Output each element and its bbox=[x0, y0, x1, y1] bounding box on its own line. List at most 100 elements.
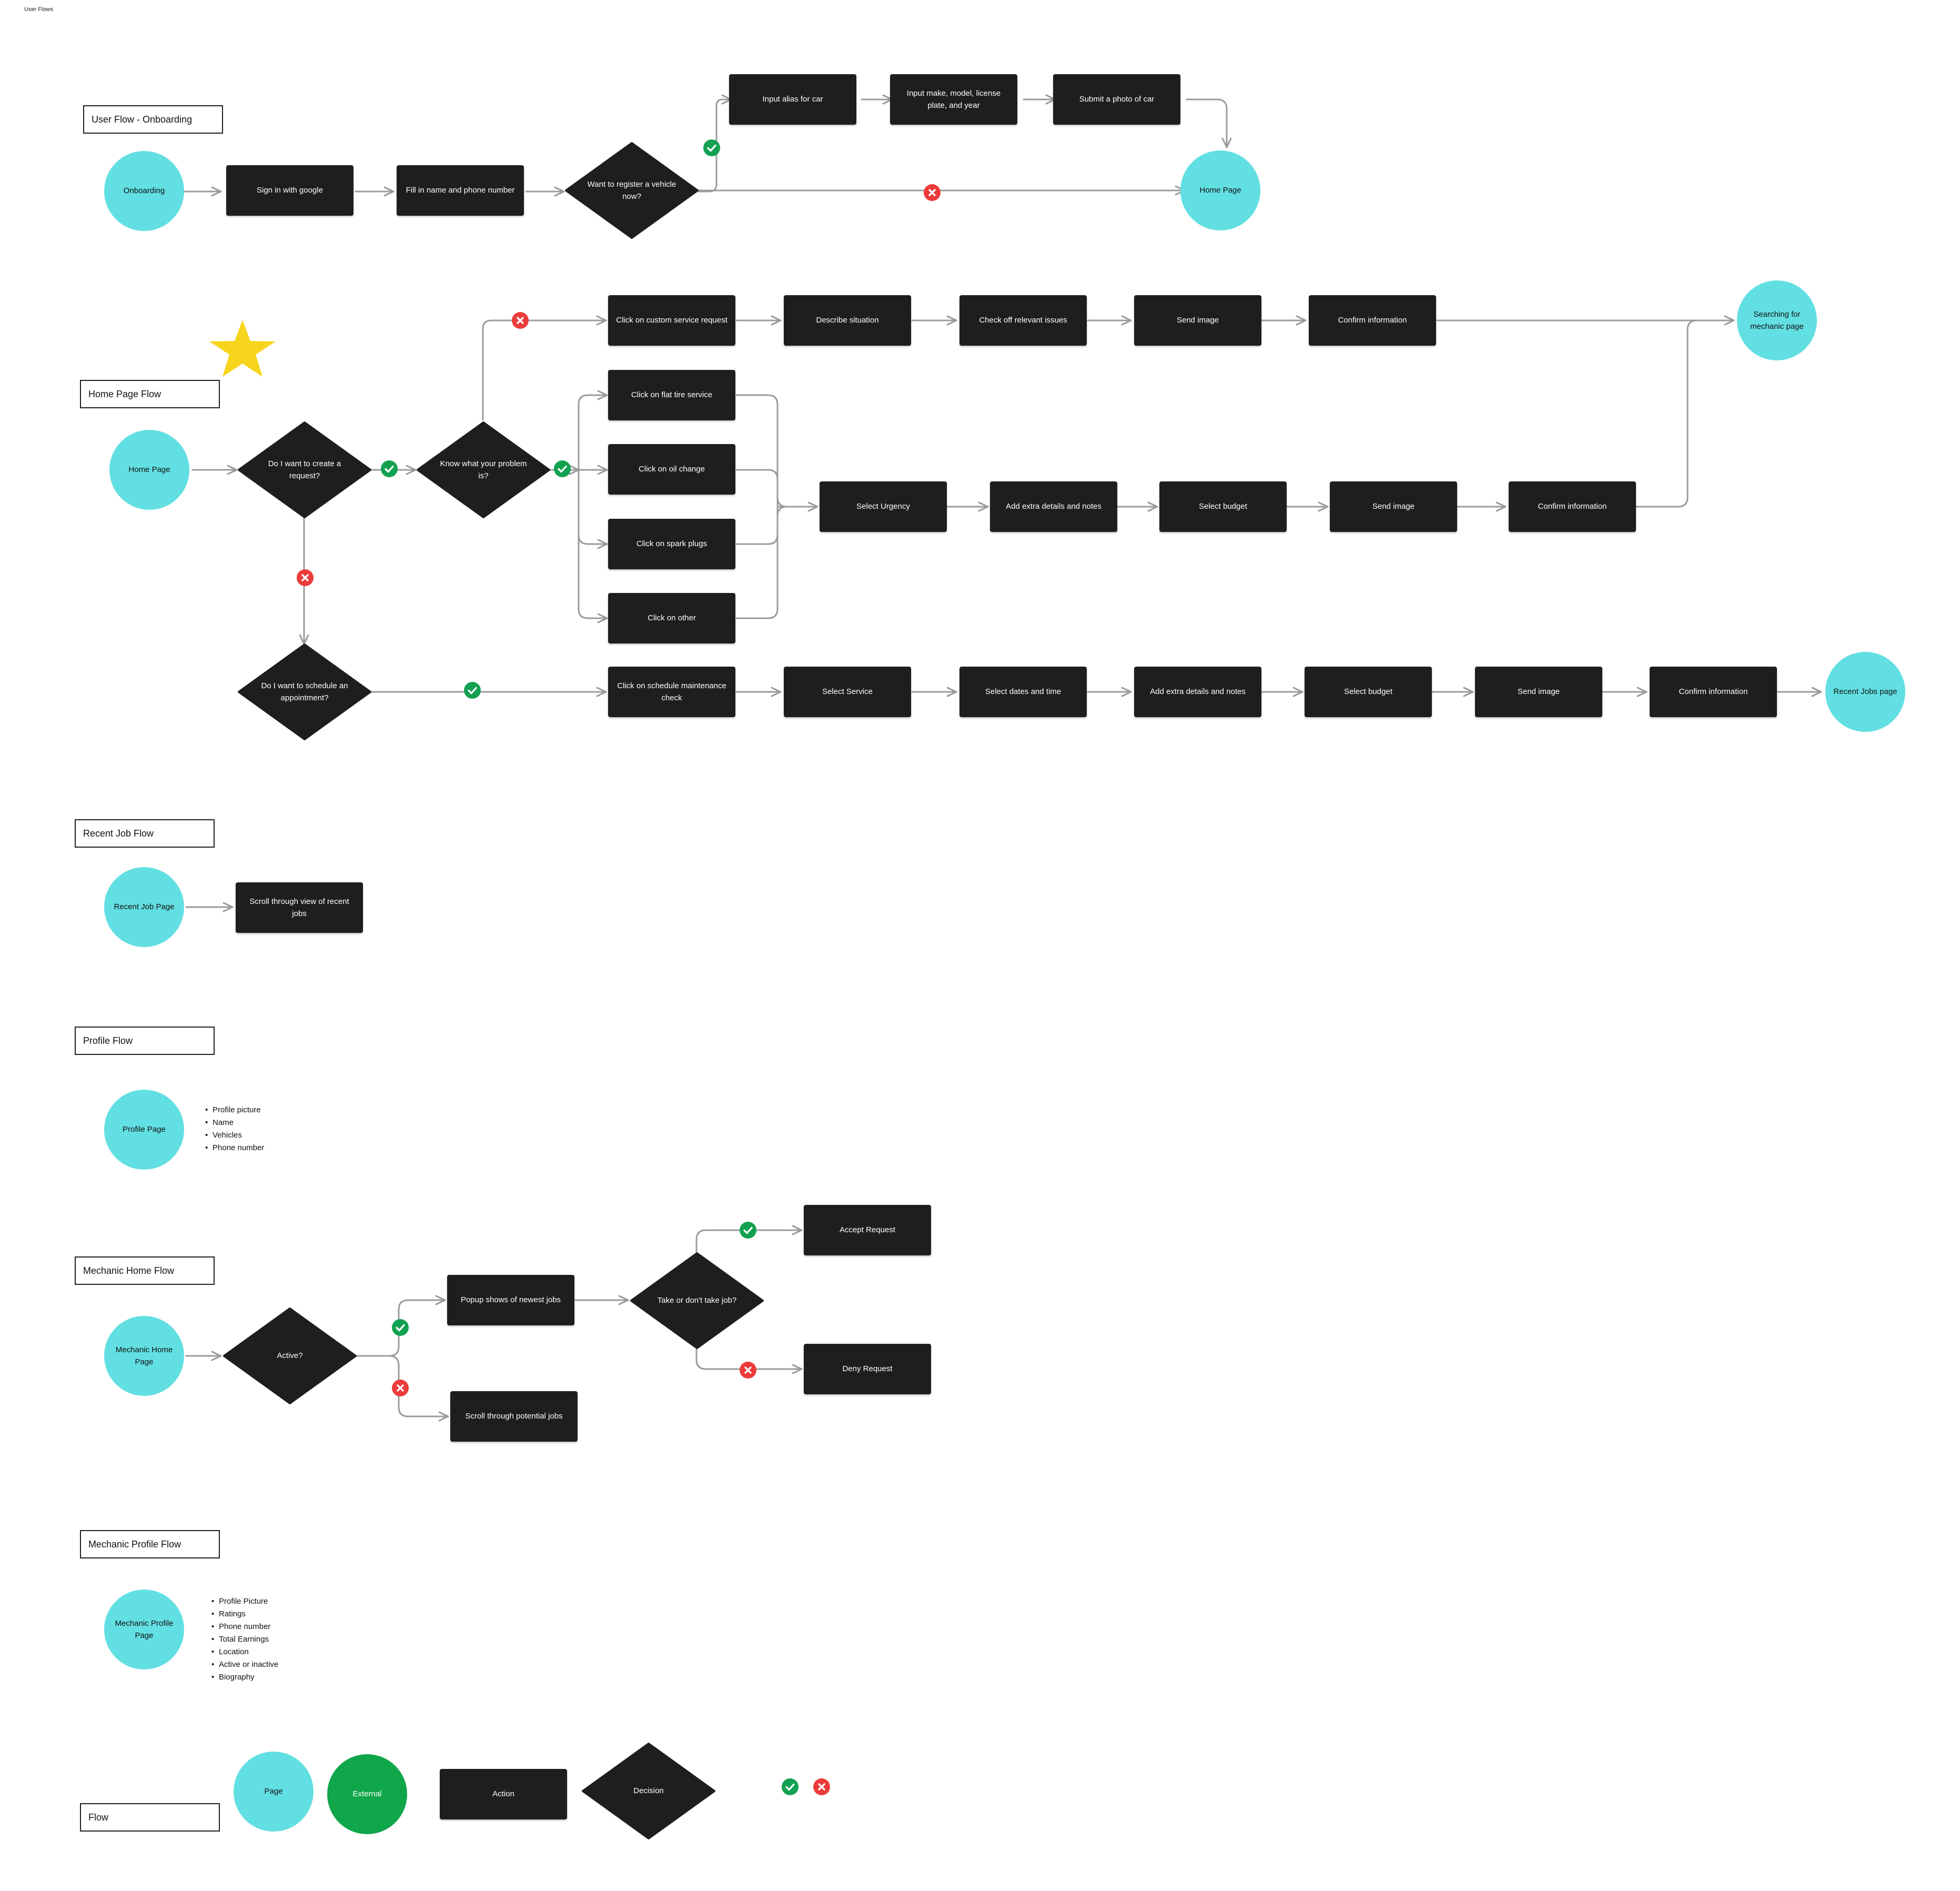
action-select-service[interactable]: Select Service bbox=[784, 667, 911, 717]
node-label: Click on flat tire service bbox=[631, 390, 713, 400]
action-select-urgency[interactable]: Select Urgency bbox=[820, 481, 947, 532]
check-circle-icon bbox=[464, 682, 481, 699]
node-label: Active? bbox=[277, 1351, 303, 1361]
legend-action-node: Action bbox=[440, 1769, 567, 1819]
flow-title-mechanic-profile: Mechanic Profile Flow bbox=[80, 1530, 220, 1558]
node-label: Select budget bbox=[1344, 687, 1392, 697]
action-select-budget-2[interactable]: Select budget bbox=[1305, 667, 1432, 717]
page-node-home-start[interactable]: Home Page bbox=[109, 430, 189, 510]
action-scroll-recent-jobs[interactable]: Scroll through view of recent jobs bbox=[236, 882, 363, 933]
node-label: Mechanic Home Page bbox=[115, 1345, 173, 1366]
action-spark-plugs[interactable]: Click on spark plugs bbox=[608, 519, 735, 569]
node-label: Action bbox=[492, 1789, 514, 1799]
connector bbox=[735, 469, 779, 508]
list-item: Phone number bbox=[205, 1142, 264, 1154]
action-select-dates[interactable]: Select dates and time bbox=[959, 667, 1087, 717]
action-input-make-model[interactable]: Input make, model, license plate, and ye… bbox=[890, 74, 1017, 125]
page-node-onboarding[interactable]: Onboarding bbox=[104, 151, 184, 231]
node-label: Want to register a vehicle now? bbox=[587, 179, 676, 201]
action-check-issues[interactable]: Check off relevant issues bbox=[959, 295, 1087, 346]
action-send-image-3[interactable]: Send image bbox=[1475, 667, 1602, 717]
action-flat-tire[interactable]: Click on flat tire service bbox=[608, 370, 735, 420]
node-label: Click on spark plugs bbox=[636, 539, 708, 549]
action-deny-request[interactable]: Deny Request bbox=[804, 1344, 931, 1394]
node-label: Add extra details and notes bbox=[1006, 502, 1102, 511]
node-label: Onboarding bbox=[123, 186, 165, 196]
node-label: Recent Job Page bbox=[114, 902, 175, 912]
connector bbox=[578, 469, 608, 549]
connector bbox=[695, 1347, 803, 1374]
action-sign-in-google[interactable]: Sign in with google bbox=[226, 165, 353, 216]
page-label: User Flows bbox=[24, 6, 54, 13]
legend-external-node: External bbox=[327, 1754, 407, 1834]
connector bbox=[388, 1355, 449, 1422]
action-popup-newest-jobs[interactable]: Popup shows of newest jobs bbox=[447, 1275, 574, 1325]
action-custom-service[interactable]: Click on custom service request bbox=[608, 295, 735, 346]
page-node-mechanic-profile[interactable]: Mechanic Profile Page bbox=[104, 1590, 184, 1669]
connector bbox=[695, 1225, 803, 1261]
node-label: Profile Page bbox=[123, 1125, 166, 1134]
flow-title-onboarding: User Flow - Onboarding bbox=[83, 105, 223, 134]
list-item: Vehicles bbox=[205, 1129, 264, 1142]
node-label: Confirm information bbox=[1538, 502, 1607, 511]
connector bbox=[1186, 98, 1232, 148]
decision-take-job[interactable]: Take or don't take job? bbox=[630, 1252, 764, 1349]
decision-schedule-appointment[interactable]: Do I want to schedule an appointment? bbox=[238, 643, 371, 740]
action-confirm-info-1[interactable]: Confirm information bbox=[1309, 295, 1436, 346]
node-label: Input make, model, license plate, and ye… bbox=[906, 88, 1001, 110]
decision-active[interactable]: Active? bbox=[223, 1307, 357, 1404]
action-submit-photo[interactable]: Submit a photo of car bbox=[1053, 74, 1180, 125]
page-node-mechanic-home[interactable]: Mechanic Home Page bbox=[104, 1316, 184, 1396]
decision-know-problem[interactable]: Know what your problem is? bbox=[417, 421, 550, 518]
node-label: Send image bbox=[1517, 687, 1560, 697]
action-confirm-info-3[interactable]: Confirm information bbox=[1650, 667, 1777, 717]
action-extra-details-1[interactable]: Add extra details and notes bbox=[990, 481, 1117, 532]
connector bbox=[735, 506, 779, 545]
node-label: Send image bbox=[1372, 502, 1415, 511]
connector bbox=[735, 506, 788, 619]
action-other[interactable]: Click on other bbox=[608, 593, 735, 643]
page-node-searching-mechanic[interactable]: Searching for mechanic page bbox=[1737, 280, 1817, 360]
node-label: Do I want to create a request? bbox=[268, 459, 341, 480]
list-item: Active or inactive bbox=[211, 1658, 278, 1671]
flow-title-profile: Profile Flow bbox=[75, 1027, 215, 1055]
action-confirm-info-2[interactable]: Confirm information bbox=[1509, 481, 1636, 532]
node-label: Page bbox=[264, 1787, 283, 1796]
node-label: Do I want to schedule an appointment? bbox=[261, 681, 348, 702]
page-node-profile[interactable]: Profile Page bbox=[104, 1090, 184, 1170]
flow-title-home: Home Page Flow bbox=[80, 380, 220, 408]
page-node-home[interactable]: Home Page bbox=[1180, 150, 1260, 230]
action-describe-situation[interactable]: Describe situation bbox=[784, 295, 911, 346]
action-select-budget-1[interactable]: Select budget bbox=[1159, 481, 1287, 532]
node-label: Select budget bbox=[1199, 502, 1247, 511]
action-oil-change[interactable]: Click on oil change bbox=[608, 444, 735, 495]
action-input-alias[interactable]: Input alias for car bbox=[729, 74, 856, 125]
x-circle-icon bbox=[512, 312, 529, 329]
action-send-image-2[interactable]: Send image bbox=[1330, 481, 1457, 532]
decision-create-request[interactable]: Do I want to create a request? bbox=[238, 421, 371, 518]
node-label: Decision bbox=[633, 1786, 664, 1796]
action-schedule-maintenance[interactable]: Click on schedule maintenance check bbox=[608, 667, 735, 717]
connector bbox=[735, 394, 788, 508]
list-item: Ratings bbox=[211, 1608, 278, 1621]
action-send-image-1[interactable]: Send image bbox=[1134, 295, 1261, 346]
node-label: Click on schedule maintenance check bbox=[617, 681, 726, 702]
action-scroll-potential-jobs[interactable]: Scroll through potential jobs bbox=[450, 1391, 578, 1442]
node-label: Confirm information bbox=[1679, 687, 1748, 697]
node-label: Mechanic Profile Page bbox=[115, 1618, 174, 1640]
page-node-recent-jobs[interactable]: Recent Jobs page bbox=[1825, 652, 1905, 732]
x-circle-icon bbox=[392, 1380, 409, 1396]
page-node-recent-job[interactable]: Recent Job Page bbox=[104, 867, 184, 947]
action-accept-request[interactable]: Accept Request bbox=[804, 1205, 931, 1255]
action-fill-name-phone[interactable]: Fill in name and phone number bbox=[397, 165, 524, 216]
node-label: Select Urgency bbox=[856, 502, 910, 511]
x-circle-icon bbox=[297, 569, 314, 586]
action-extra-details-2[interactable]: Add extra details and notes bbox=[1134, 667, 1261, 717]
check-circle-icon bbox=[554, 460, 571, 477]
decision-register-vehicle[interactable]: Want to register a vehicle now? bbox=[565, 142, 699, 239]
node-label: Check off relevant issues bbox=[979, 316, 1067, 325]
list-item: Phone number bbox=[211, 1621, 278, 1633]
check-circle-icon bbox=[782, 1778, 799, 1795]
